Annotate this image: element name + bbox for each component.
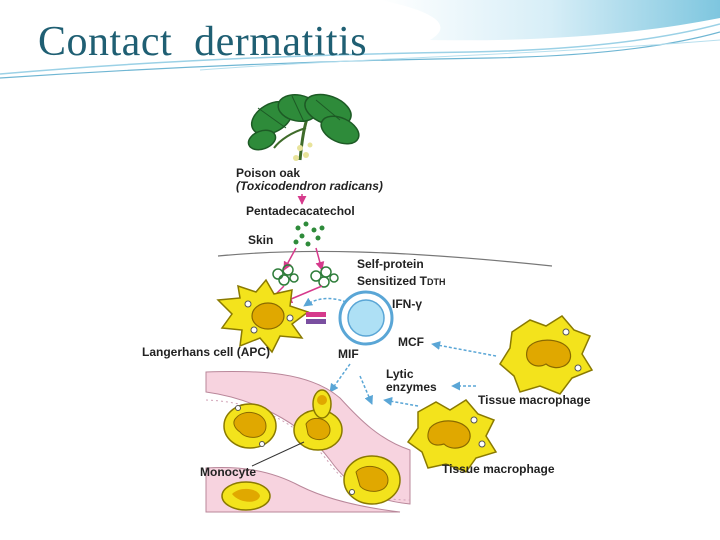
label-sensitized-t: Sensitized TDTH (357, 274, 446, 288)
label-enzymes: enzymes (386, 380, 437, 394)
label-mcf: MCF (398, 335, 424, 349)
label-lytic: Lytic (386, 367, 414, 381)
label-mif: MIF (338, 347, 359, 361)
receptor-complex (306, 312, 326, 324)
tissue-macrophage-icon-2 (406, 399, 498, 473)
label-langerhans-cell: Langerhans cell (APC) (142, 345, 270, 359)
label-monocyte: Monocyte (200, 465, 256, 479)
skin-line (217, 250, 553, 267)
slide-title: Contact dermatitis (38, 19, 368, 65)
label-tissue-macrophage-1: Tissue macrophage (478, 393, 591, 407)
label-sensitized-sub: DTH (427, 277, 446, 287)
label-sensitized-prefix: Sensitized T (357, 274, 428, 288)
header-swoosh (0, 0, 720, 79)
label-ifn-gamma: IFN-γ (392, 297, 422, 311)
langerhans-cell-icon (216, 278, 310, 354)
chemical-dots (293, 221, 325, 247)
label-latin-name: (Toxicodendron radicans) (236, 179, 383, 193)
tissue-macrophage-icon (499, 315, 594, 395)
label-tissue-macrophage-2: Tissue macrophage (442, 462, 555, 476)
label-poison-oak: Poison oak (236, 166, 300, 180)
poison-oak-plant-icon (247, 93, 360, 161)
label-self-protein: Self-protein (357, 257, 424, 271)
label-pentadecacatechol: Pentadecacatechol (246, 204, 355, 218)
self-protein-complex (272, 264, 339, 288)
monocyte-icon (221, 389, 401, 511)
sensitized-t-cell-icon (338, 290, 394, 346)
label-skin: Skin (248, 233, 273, 247)
